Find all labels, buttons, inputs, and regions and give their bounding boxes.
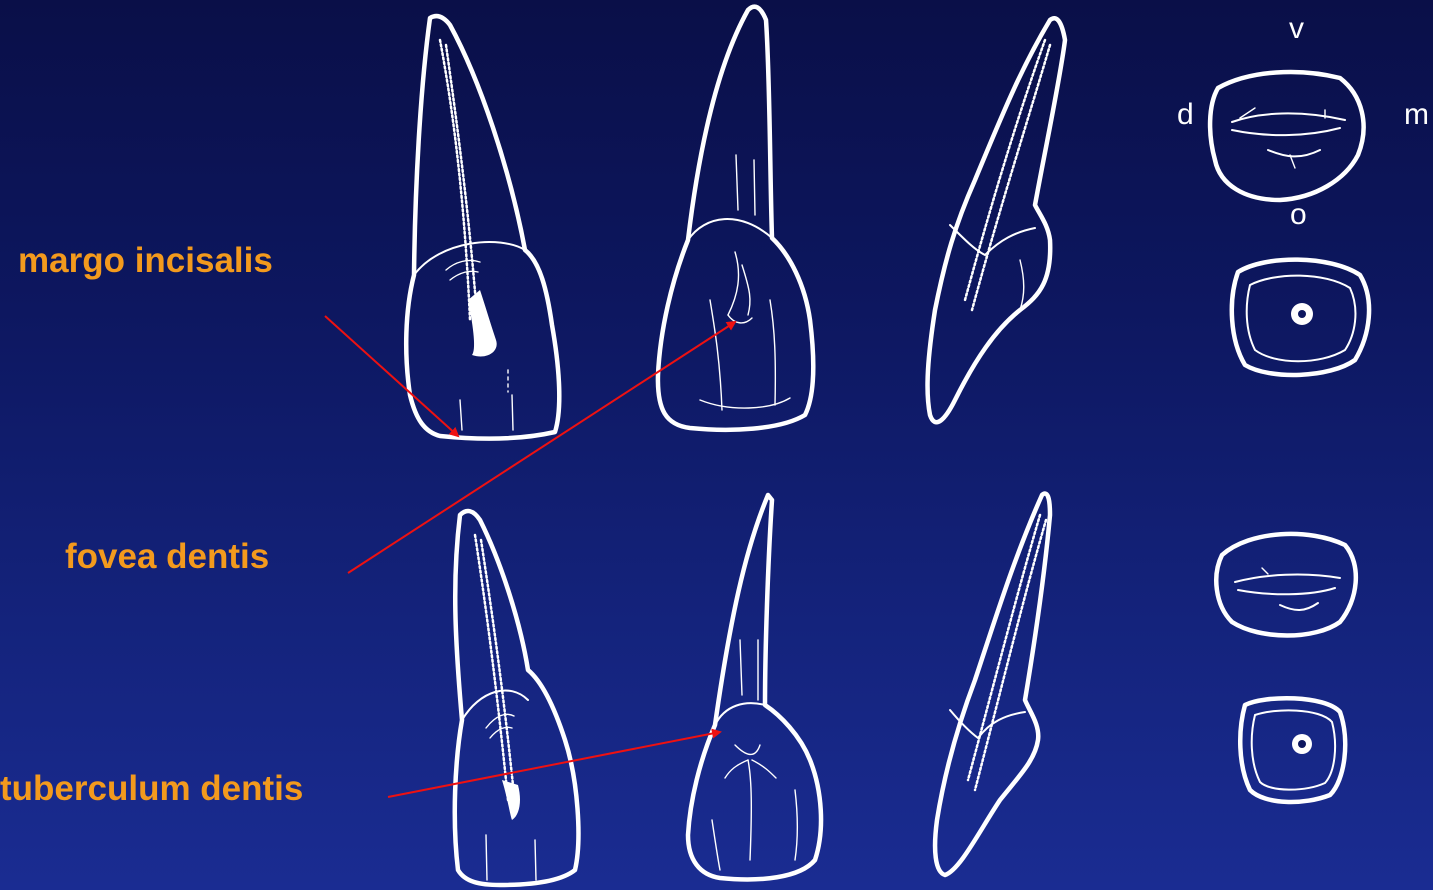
lower-canine-labial-view — [455, 511, 579, 885]
upper-canine-lingual-view — [658, 7, 813, 430]
upper-canine-cross-section — [1232, 260, 1369, 375]
upper-canine-incisal-view — [1210, 72, 1363, 200]
orientation-mesial-label: m — [1404, 98, 1429, 132]
orientation-vestibular-label: v — [1289, 12, 1304, 46]
tuberculum-dentis-leader — [388, 732, 720, 797]
lower-canine-incisal-view — [1216, 534, 1356, 636]
margo-incisalis-label: margo incisalis — [18, 241, 273, 281]
orientation-distal-label: d — [1177, 98, 1194, 132]
lower-canine-cross-section — [1240, 698, 1345, 802]
orientation-oral-label: o — [1290, 198, 1307, 232]
lower-canine-lingual-view — [688, 495, 821, 879]
upper-canine-labial-view — [406, 16, 559, 439]
margo-incisalis-leader — [325, 316, 458, 436]
lower-canine-proximal-view — [935, 494, 1050, 875]
fovea-dentis-label: fovea dentis — [65, 537, 269, 577]
upper-canine-proximal-view — [928, 18, 1065, 422]
tuberculum-dentis-label: tuberculum dentis — [0, 769, 303, 809]
